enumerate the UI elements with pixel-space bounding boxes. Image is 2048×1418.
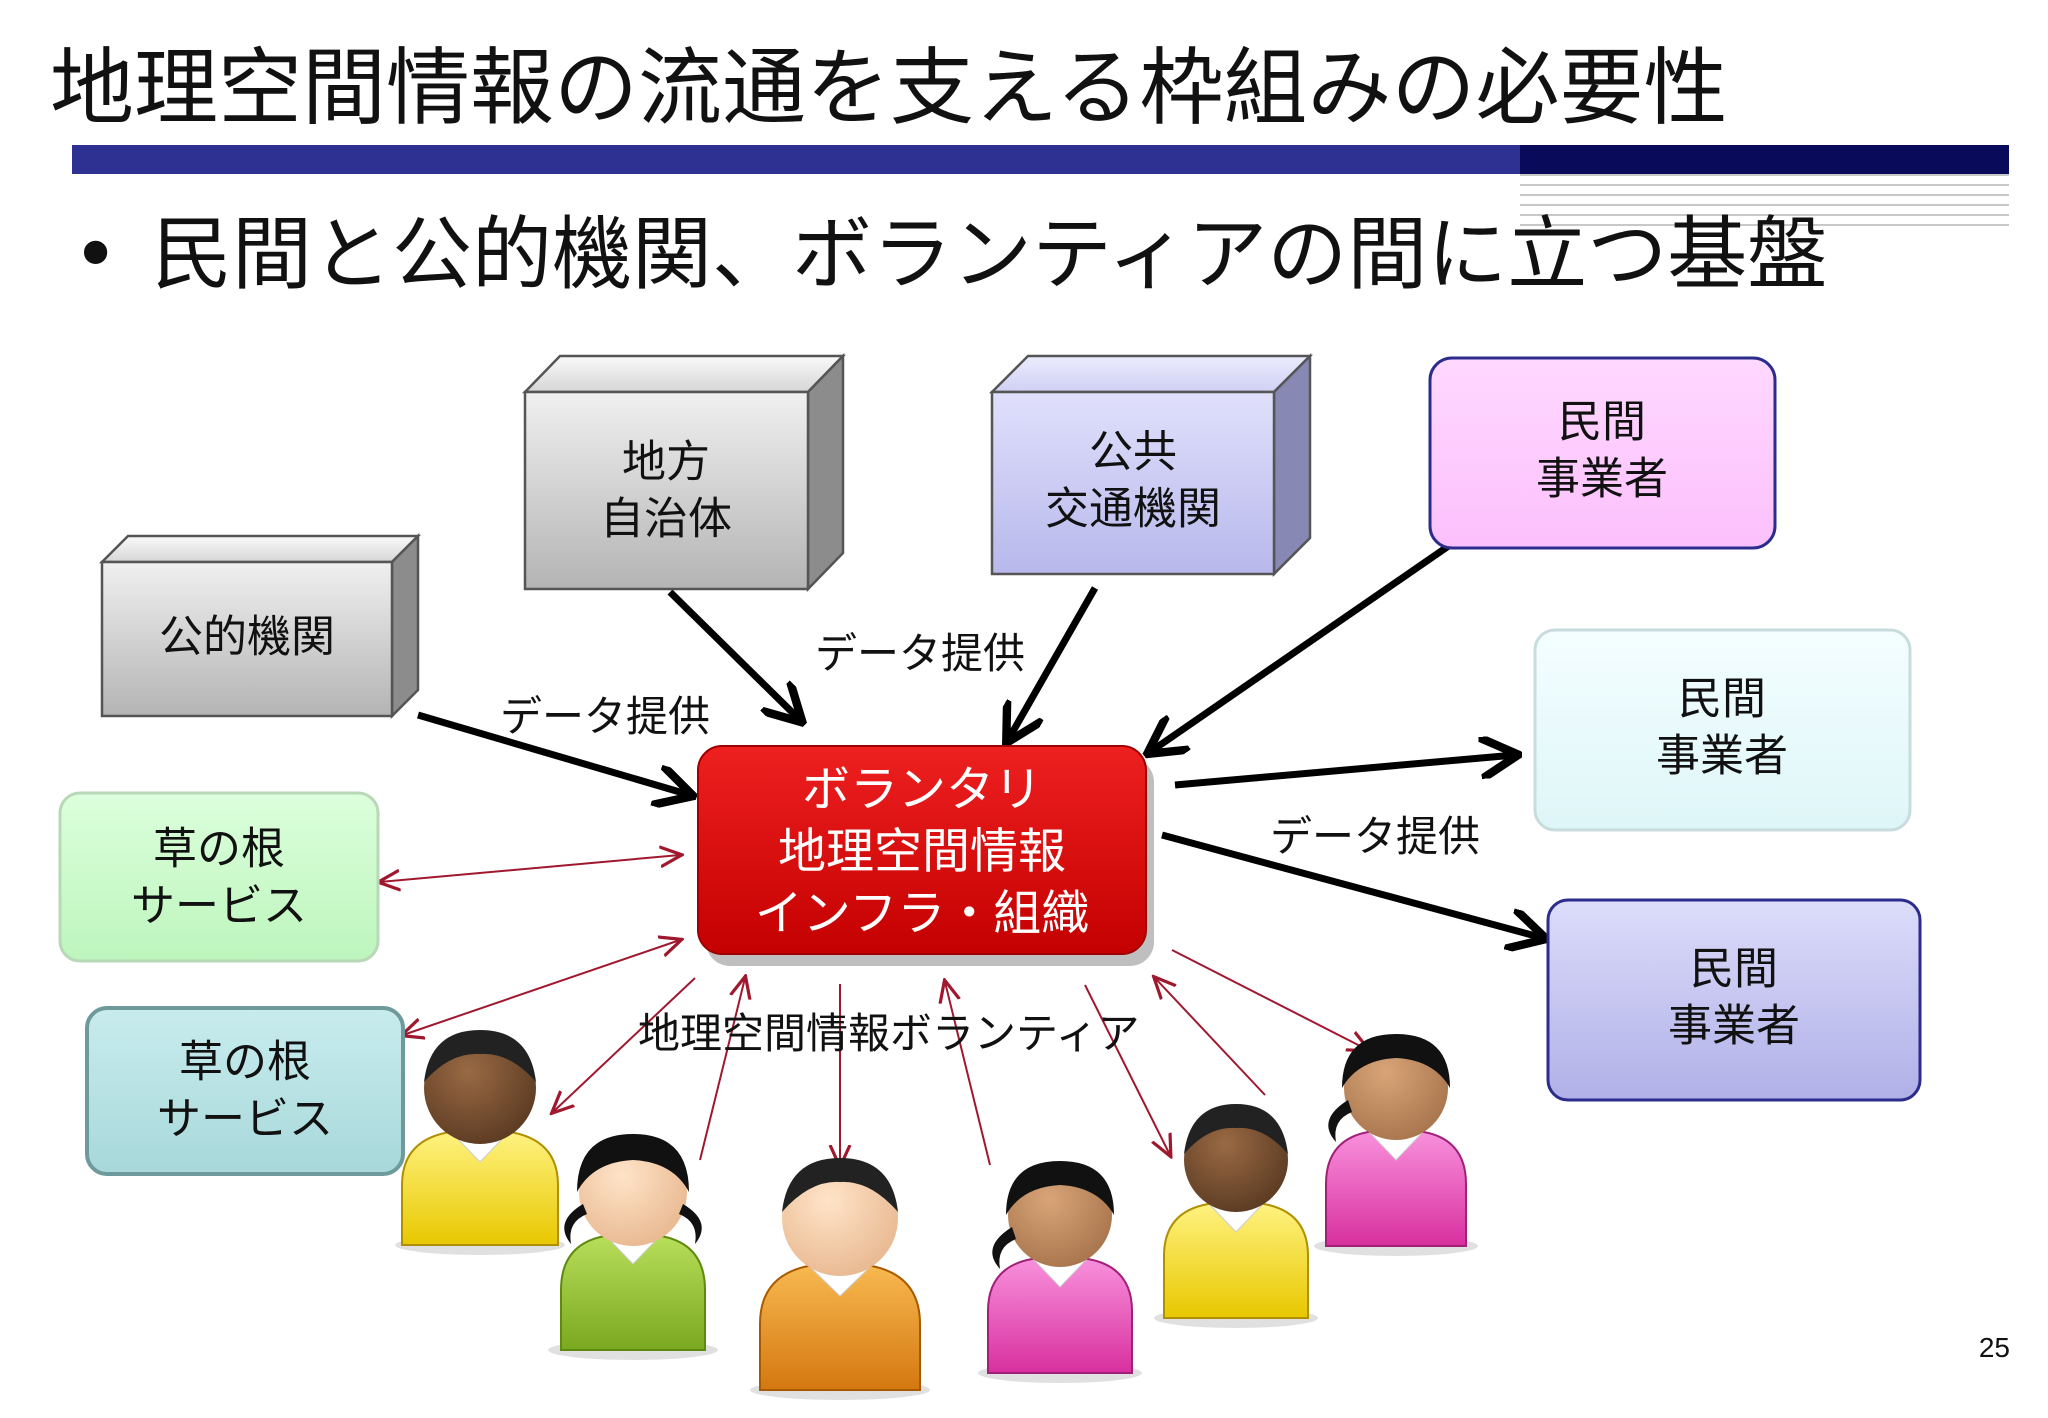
node-center-line-3: インフラ・組織 xyxy=(755,886,1090,942)
node-grassroots-2-line-1: 草の根 xyxy=(179,1037,311,1088)
slide-title: 地理空間情報の流通を支える枠組みの必要性 xyxy=(50,39,1728,137)
arrow-center-grassroots-2 xyxy=(403,940,680,1035)
node-public-transport-line-1: 公共 xyxy=(1089,427,1177,478)
node-grassroots-1-line-2: サービス xyxy=(131,881,307,932)
node-center: ボランタリ 地理空間情報 インフラ・組織 xyxy=(697,745,1154,966)
node-private-top: 民間 事業者 xyxy=(1428,356,1777,550)
node-public-transport-line-2: 交通機関 xyxy=(1045,484,1221,535)
arrow-center-to-private-bottom xyxy=(1161,831,1543,938)
label-volunteers: 地理空間情報ボランティア xyxy=(638,1009,1139,1058)
node-public-agency-label: 公的機関 xyxy=(159,612,335,663)
arrow-local-gov-to-center xyxy=(667,589,800,720)
volunteer-arrows xyxy=(380,855,1368,1165)
arrow-transport-to-center xyxy=(1008,586,1099,740)
bullet-point: • 民間と公的機関、ボランティアの間に立つ基盤 xyxy=(72,200,1972,310)
arrow-private-top-to-center xyxy=(1150,542,1452,752)
decorative-hatch-lines xyxy=(1520,174,2009,234)
title-accent-bar-dark xyxy=(1520,145,2009,174)
node-private-bottom: 民間 事業者 xyxy=(1546,898,1922,1102)
node-private-mid: 民間 事業者 xyxy=(1533,628,1912,832)
arrow-center-to-volunteer-1 xyxy=(553,977,696,1112)
page-number: 25 xyxy=(1978,1332,2010,1363)
node-center-line-1: ボランタリ xyxy=(802,762,1042,818)
person-icon xyxy=(395,1030,565,1255)
arrow-public-agency-to-center xyxy=(417,711,690,795)
node-public-agency: 公的機関 xyxy=(98,532,422,720)
person-icon xyxy=(978,1161,1142,1383)
volunteer-figures xyxy=(395,1030,1478,1400)
node-private-top-line-1: 民間 xyxy=(1558,397,1646,448)
arrow-volunteer-5-to-center xyxy=(1155,978,1266,1096)
label-data-top: データ提供 xyxy=(815,629,1025,678)
person-icon xyxy=(750,1158,930,1400)
data-flow-arrows xyxy=(417,542,1543,938)
node-local-government: 地方 自治体 xyxy=(522,352,846,593)
arrow-center-to-volunteer-5 xyxy=(1084,984,1170,1155)
person-icon xyxy=(1314,1034,1478,1256)
arrow-center-to-private-mid xyxy=(1174,755,1515,789)
node-private-bottom-line-2: 事業者 xyxy=(1668,1001,1800,1052)
bullet-text: 民間と公的機関、ボランティアの間に立つ基盤 xyxy=(152,208,1828,301)
arrow-center-to-volunteer-6 xyxy=(1171,949,1368,1050)
node-private-bottom-line-1: 民間 xyxy=(1690,944,1778,995)
node-private-mid-line-1: 民間 xyxy=(1678,674,1766,725)
person-icon xyxy=(548,1134,718,1360)
node-public-transport: 公共 交通機関 xyxy=(988,352,1314,578)
node-center-line-2: 地理空間情報 xyxy=(778,824,1066,880)
arrow-volunteer-4-to-center xyxy=(945,982,991,1166)
node-grassroots-2-line-2: サービス xyxy=(157,1094,333,1145)
arrow-center-grassroots-1 xyxy=(380,855,680,882)
node-private-top-line-2: 事業者 xyxy=(1536,454,1668,505)
node-grassroots-1-line-1: 草の根 xyxy=(153,824,285,875)
arrow-volunteer-2-to-center xyxy=(699,978,745,1161)
node-local-government-line-2: 自治体 xyxy=(600,494,732,545)
person-icon xyxy=(1154,1104,1318,1328)
label-data-right: データ提供 xyxy=(1270,812,1480,861)
node-grassroots-2: 草の根 サービス xyxy=(85,1006,405,1176)
node-grassroots-1: 草の根 サービス xyxy=(58,791,380,963)
node-local-government-line-1: 地方 xyxy=(622,437,710,488)
label-data-left: データ提供 xyxy=(500,692,710,741)
bullet-dot-icon: • xyxy=(72,208,120,301)
node-private-mid-line-2: 事業者 xyxy=(1656,731,1788,782)
